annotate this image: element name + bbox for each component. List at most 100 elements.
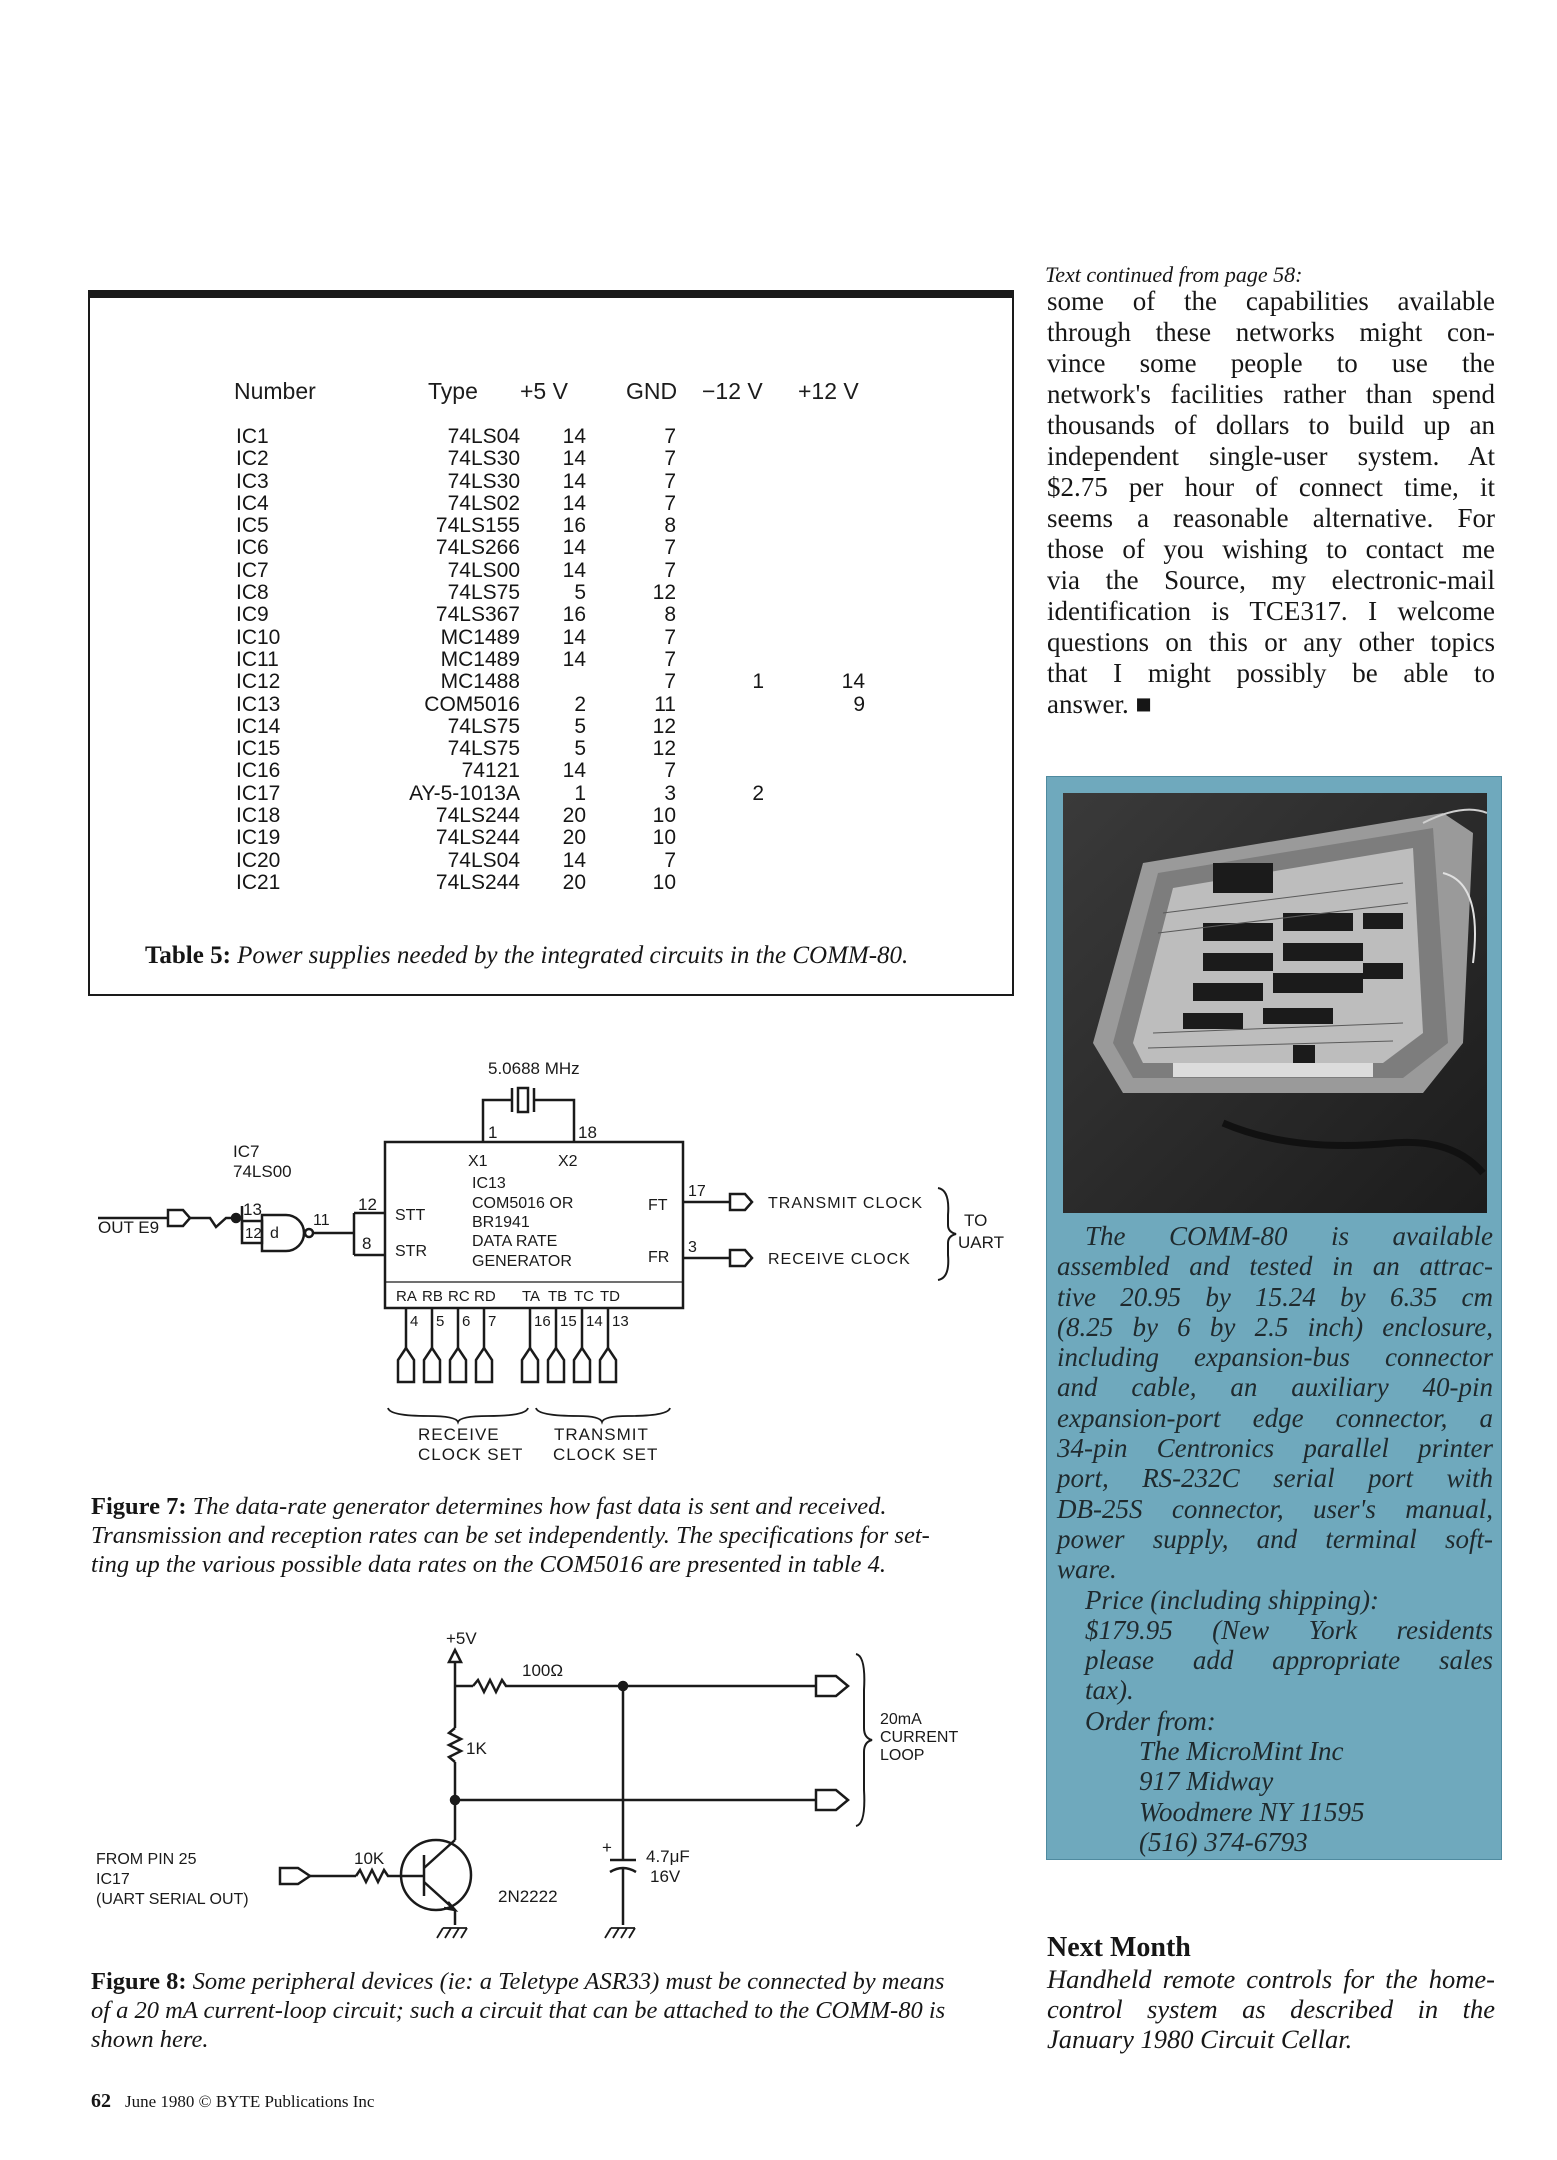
- minus12v-pin-cell: 1: [752, 670, 764, 694]
- ic-number-cell: IC12: [236, 670, 281, 694]
- transistor-ground: [436, 1927, 468, 1939]
- receive-clock-label: RECEIVE CLOCK: [768, 1251, 911, 1268]
- minus12v-pin-cell: [734, 850, 764, 872]
- minus12v-pin-cell: [734, 515, 764, 537]
- product-sidebar: The COMM-80 is available assembled and t…: [1046, 776, 1502, 1860]
- plus5v-pin-cell: 14: [562, 447, 586, 471]
- ic-type-cell: 74LS30: [447, 469, 520, 493]
- gnd-pin-cell: 8: [664, 603, 676, 627]
- gnd-pin-cell: 10: [652, 826, 676, 850]
- gnd-pin-cell: 8: [664, 514, 676, 538]
- chip-line-2: BR1941: [472, 1214, 530, 1231]
- next-month-body: Handheld remote controls for the home-co…: [1047, 1964, 1495, 2054]
- minus12v-pin-cell: [734, 426, 764, 448]
- pin-18-label: 18: [578, 1123, 597, 1142]
- to-uart-brace: [937, 1187, 957, 1281]
- loop-out-top: [814, 1674, 850, 1698]
- address-line-3: Woodmere NY 11595: [1139, 1796, 1365, 1827]
- fr-label: FR: [648, 1249, 669, 1266]
- r1k-label: 1K: [466, 1739, 487, 1758]
- plus5v-pin-cell: 14: [562, 425, 586, 448]
- minus12v-pin-cell: [734, 827, 764, 849]
- gnd-pin-cell: 7: [664, 447, 676, 471]
- transmit-clock-arrow: [728, 1192, 754, 1212]
- minus12v-pin-cell: [734, 582, 764, 604]
- gnd-pin-cell: 7: [664, 491, 676, 515]
- plus5v-pin-cell: 14: [562, 491, 586, 515]
- plus5v-pin-cell: 5: [574, 714, 586, 738]
- plus12v-pin-cell: [835, 872, 865, 894]
- continued-label: Text continued from page 58:: [1045, 262, 1303, 287]
- pin-number-15: 15: [560, 1313, 577, 1330]
- pin-number-6: 6: [462, 1313, 470, 1330]
- resistor-1k: [446, 1727, 464, 1763]
- nand-gate: [260, 1213, 306, 1253]
- plus12v-pin-cell: [835, 471, 865, 493]
- minus12v-pin-cell: [734, 716, 764, 738]
- receive-clock-arrow: [728, 1248, 754, 1268]
- plus12v-pin-cell: [835, 604, 865, 626]
- gate-pin-12: 12: [245, 1225, 262, 1242]
- pin-leg-13: [598, 1308, 618, 1384]
- price-line: Price (including shipping):: [1085, 1584, 1379, 1615]
- ic-type-cell: 74LS00: [447, 558, 520, 582]
- gnd-pin-cell: 7: [664, 536, 676, 560]
- figure-8-caption: Figure 8: Some peripheral devices (ie: a…: [91, 1968, 946, 2053]
- bottom-pin-legs: [396, 1308, 618, 1384]
- pin-number-13: 13: [612, 1313, 629, 1330]
- ic-type-cell: MC1488: [440, 670, 520, 694]
- ic-type-cell: 74LS367: [435, 603, 520, 627]
- plus5v-pin-cell: 16: [562, 603, 586, 627]
- ic-number-cell: IC13: [236, 692, 281, 716]
- header-minus12v: −12 V: [702, 378, 763, 404]
- plus12v-pin-cell: 14: [841, 670, 865, 694]
- minus12v-pin-cell: [734, 560, 764, 582]
- plus12v-pin-cell: [835, 627, 865, 649]
- gnd-pin-cell: 7: [664, 670, 676, 694]
- plus12v-pin-cell: [835, 805, 865, 827]
- table-caption: Table 5: Power supplies needed by the in…: [145, 942, 909, 969]
- plus12v-pin-cell: [835, 760, 865, 782]
- ic-number-cell: IC4: [236, 491, 269, 515]
- transmit-clock-set-label: CLOCK SET: [553, 1445, 658, 1464]
- transistor-label: 2N2222: [498, 1887, 558, 1906]
- minus12v-pin-cell: [734, 760, 764, 782]
- pin-12-label: 12: [358, 1195, 377, 1214]
- pin-label-rd: RD: [474, 1288, 496, 1305]
- gnd-pin-cell: 7: [664, 647, 676, 671]
- ic-type-cell: 74LS75: [447, 737, 520, 761]
- pin-leg-6: [448, 1308, 468, 1384]
- ic-type-cell: 74LS244: [435, 870, 520, 894]
- plus5v-pin-cell: 5: [574, 581, 586, 605]
- ic-number-cell: IC9: [236, 603, 269, 627]
- stt-label: STT: [395, 1207, 425, 1224]
- plus5v-pin-cell: 1: [574, 781, 586, 805]
- gnd-pin-cell: 7: [664, 625, 676, 649]
- receive-clock-set-label: CLOCK SET: [418, 1445, 523, 1464]
- loop-out-bottom: [814, 1788, 850, 1812]
- product-photo: [1063, 793, 1487, 1213]
- ic-type-cell: MC1489: [440, 647, 520, 671]
- transmit-brace: [535, 1407, 671, 1425]
- pin-number-5: 5: [436, 1313, 444, 1330]
- pin-label-tc: TC: [574, 1288, 594, 1305]
- plus12v-pin-cell: [835, 515, 865, 537]
- loop-line-2: CURRENT: [880, 1729, 958, 1746]
- ic-number-cell: IC11: [236, 647, 279, 671]
- pin-leg-14: [572, 1308, 592, 1384]
- ic-type-cell: 74LS155: [435, 514, 520, 538]
- gnd-pin-cell: 7: [664, 425, 676, 448]
- header-number: Number: [234, 378, 316, 404]
- minus12v-pin-cell: [734, 738, 764, 760]
- plus5v-pin-cell: 20: [562, 870, 586, 894]
- pin-leg-4: [396, 1308, 416, 1384]
- ic-number-cell: IC10: [236, 625, 281, 649]
- plus5v-pin-cell: 20: [562, 826, 586, 850]
- gnd-pin-cell: 7: [664, 759, 676, 783]
- pin-number-7: 7: [488, 1313, 496, 1330]
- minus12v-pin-cell: [734, 604, 764, 626]
